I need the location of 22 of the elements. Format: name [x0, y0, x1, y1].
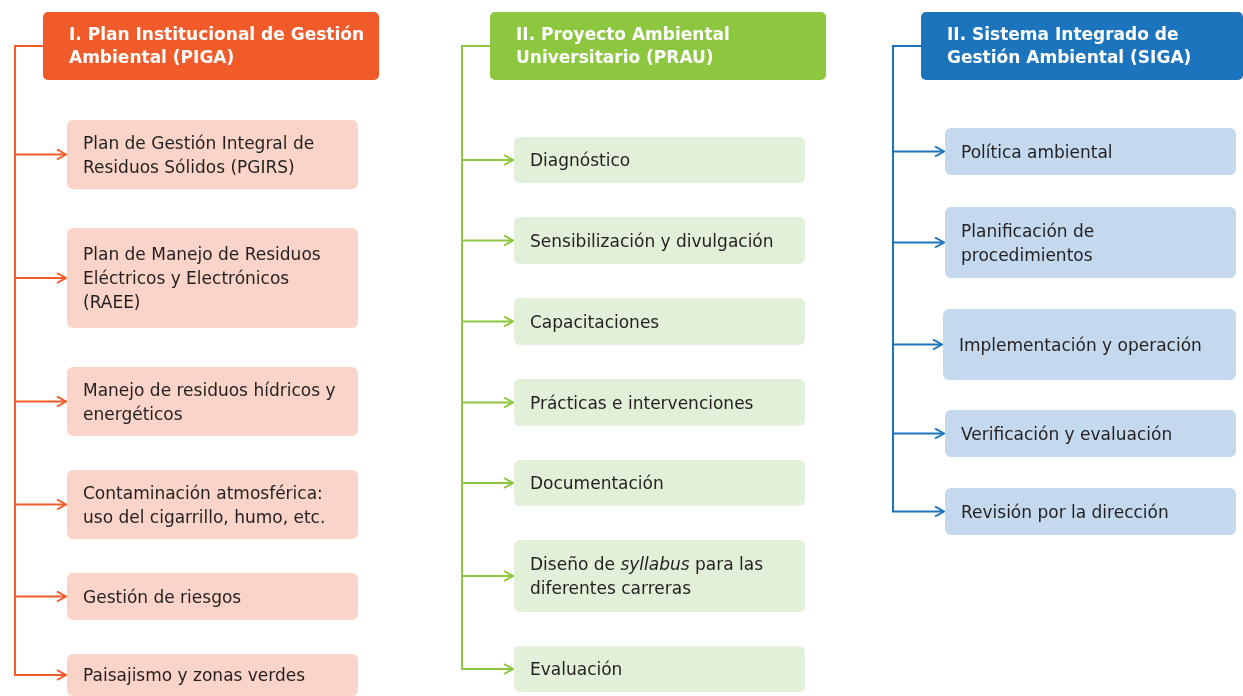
item-box: Paisajismo y zonas verdes	[67, 654, 358, 696]
item-box: Prácticas e intervenciones	[514, 379, 805, 426]
item-box: Implementación y operación	[943, 309, 1236, 380]
item-box: Plan de Manejo de Residuos Eléctricos y Electrónicos (RAEE)	[67, 228, 358, 328]
header-box: I. Plan Institucional de Gestión Ambiental (PIGA)	[43, 12, 379, 80]
item-box: Documentación	[514, 460, 805, 506]
item-box: Diagnóstico	[514, 137, 805, 183]
item-box: Política ambiental	[945, 128, 1236, 175]
item-box: Manejo de residuos hídricos y energéticos	[67, 367, 358, 436]
item-box: Sensibilización y divulgación	[514, 217, 805, 264]
header-box: II. Sistema Integrado de Gestión Ambiental (SIGA)	[921, 12, 1243, 80]
item-box: Evaluación	[514, 646, 805, 692]
item-box: Verificación y evaluación	[945, 410, 1236, 457]
item-box: Contaminación atmosférica: uso del cigarrillo, humo, etc.	[67, 470, 358, 539]
item-box: Planificación de procedimientos	[945, 207, 1236, 278]
item-box: Gestión de riesgos	[67, 573, 358, 620]
item-box: Plan de Gestión Integral de Residuos Sólidos (PGIRS)	[67, 120, 358, 189]
item-box: Diseño de syllabus para las diferentes carreras	[514, 540, 805, 612]
item-box: Capacitaciones	[514, 298, 805, 345]
arrow	[892, 45, 945, 518]
header-box: II. Proyecto Ambiental Universitario (PRAU)	[490, 12, 826, 80]
item-box: Revisión por la dirección	[945, 488, 1236, 535]
